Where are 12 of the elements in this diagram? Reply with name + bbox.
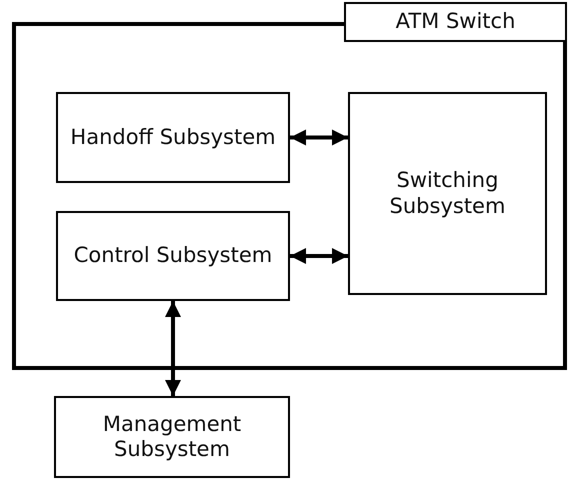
subsystem-box bbox=[56, 92, 290, 183]
box-label: Control Subsystem bbox=[74, 243, 272, 269]
box-label: Management Subsystem bbox=[102, 412, 242, 462]
container-title: ATM Switch bbox=[396, 9, 516, 35]
box-label: Handoff Subsystem bbox=[70, 124, 276, 150]
box-label: Switching Subsystem bbox=[388, 168, 506, 219]
subsystem-box bbox=[348, 92, 547, 295]
double-arrow bbox=[290, 248, 348, 264]
double-arrow bbox=[165, 301, 181, 396]
subsystem-box bbox=[54, 396, 290, 478]
subsystem-box bbox=[56, 211, 290, 301]
double-arrow bbox=[290, 130, 348, 146]
